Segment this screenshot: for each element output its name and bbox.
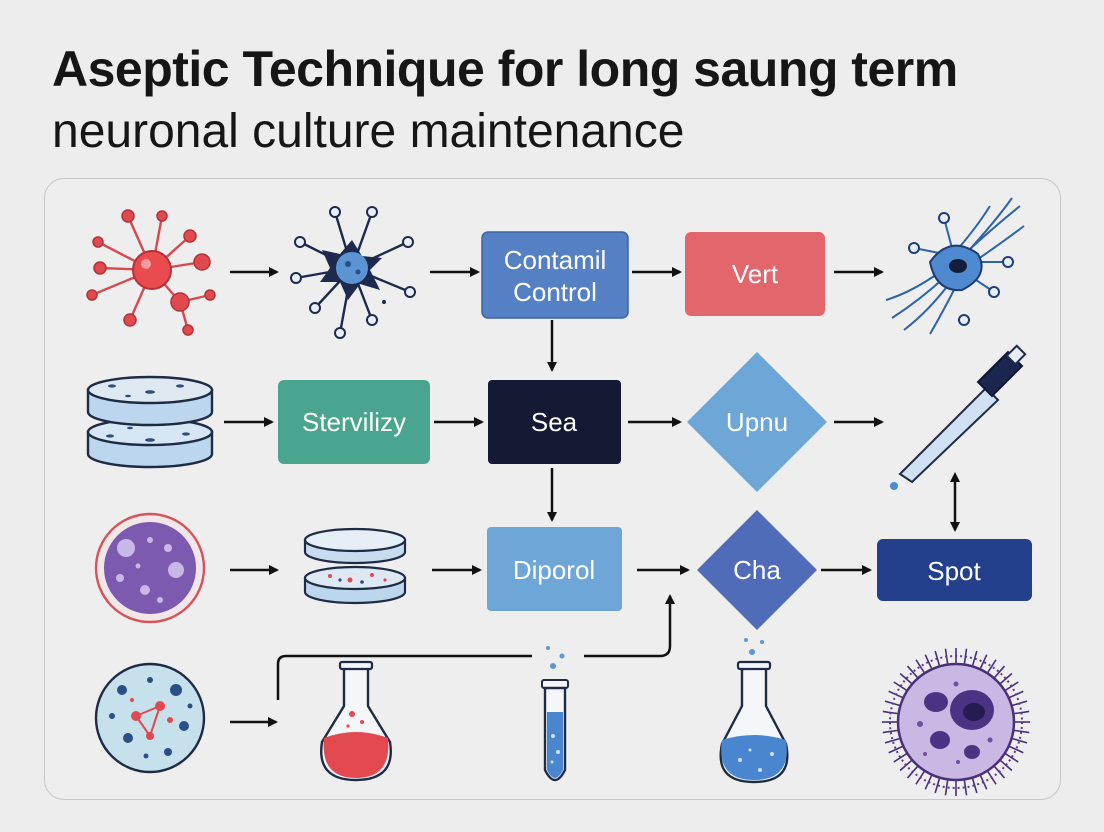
cha-label: Cha [733,555,781,585]
flask-red-icon [320,660,392,782]
page-title: Aseptic Technique for long saung term [52,41,958,97]
contamination-control-label-1: Contamil [504,245,607,275]
neuron-cell-icon [885,197,1025,335]
upnu-label: Upnu [726,407,788,437]
contamination-control-label-2: Control [513,277,597,307]
connectors [224,267,960,727]
network-node-icon [86,209,216,336]
sterilize-box: Stervilizy [278,380,430,464]
diporol-label: Diporol [513,555,595,585]
vert-box: Vert [685,232,825,316]
contamination-control-box: Contamil Control [481,231,629,319]
page-subtitle: neuronal culture maintenance [52,105,685,158]
bacteria-cell-icon [94,662,206,774]
petri-dish-icon [303,527,407,605]
cha-diamond: Cha [697,510,817,630]
sea-label: Sea [531,407,578,437]
upnu-diamond: Upnu [687,352,827,492]
vert-label: Vert [732,259,779,289]
spot-label: Spot [927,556,981,586]
pipette-icon [890,344,1027,490]
sea-box: Sea [488,380,621,464]
diporol-box: Diporol [487,527,622,611]
neuron-icon [290,206,416,339]
purple-cell-icon [94,512,206,624]
spot-box: Spot [877,539,1032,601]
spiky-cell-icon [882,648,1030,796]
sterilize-label: Stervilizy [302,407,406,437]
petri-dish-stack-icon [86,375,214,469]
flask-blue-icon [719,638,789,784]
test-tube-icon [541,646,569,782]
